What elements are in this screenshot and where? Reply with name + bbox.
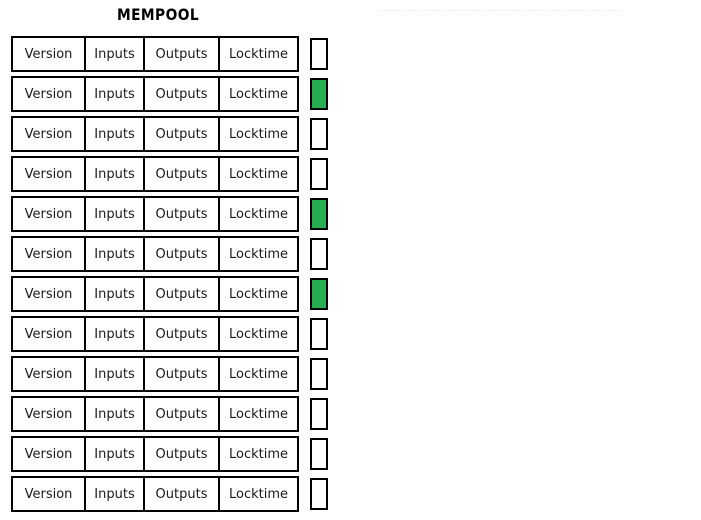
tx-status-marker[interactable]: [310, 398, 328, 430]
tx-status-marker-selected[interactable]: [310, 198, 328, 230]
tx-status-marker-selected[interactable]: [310, 278, 328, 310]
tx-field-version[interactable]: Version: [11, 356, 86, 392]
tx-field-inputs[interactable]: Inputs: [84, 476, 145, 512]
tx-field-inputs[interactable]: Inputs: [84, 196, 145, 232]
tx-field-locktime[interactable]: Locktime: [218, 396, 299, 432]
divider-line: [378, 10, 620, 11]
tx-status-marker[interactable]: [310, 238, 328, 270]
tx-field-locktime[interactable]: Locktime: [218, 76, 299, 112]
tx-field-inputs[interactable]: Inputs: [84, 356, 145, 392]
tx-status-marker[interactable]: [310, 38, 328, 70]
tx-field-outputs[interactable]: Outputs: [143, 396, 220, 432]
tx-field-locktime[interactable]: Locktime: [218, 156, 299, 192]
tx-field-version[interactable]: Version: [11, 436, 86, 472]
tx-field-outputs[interactable]: Outputs: [143, 36, 220, 72]
tx-status-marker-selected[interactable]: [310, 78, 328, 110]
tx-field-outputs[interactable]: Outputs: [143, 196, 220, 232]
tx-field-inputs[interactable]: Inputs: [84, 76, 145, 112]
tx-field-outputs[interactable]: Outputs: [143, 76, 220, 112]
tx-field-outputs[interactable]: Outputs: [143, 356, 220, 392]
tx-field-outputs[interactable]: Outputs: [143, 156, 220, 192]
tx-field-locktime[interactable]: Locktime: [218, 356, 299, 392]
tx-field-version[interactable]: Version: [11, 236, 86, 272]
tx-field-outputs[interactable]: Outputs: [143, 116, 220, 152]
tx-field-outputs[interactable]: Outputs: [143, 276, 220, 312]
tx-status-marker[interactable]: [310, 478, 328, 510]
tx-field-inputs[interactable]: Inputs: [84, 316, 145, 352]
tx-field-locktime[interactable]: Locktime: [218, 116, 299, 152]
tx-field-outputs[interactable]: Outputs: [143, 476, 220, 512]
tx-field-inputs[interactable]: Inputs: [84, 276, 145, 312]
tx-field-version[interactable]: Version: [11, 196, 86, 232]
tx-status-marker[interactable]: [310, 158, 328, 190]
tx-field-locktime[interactable]: Locktime: [218, 196, 299, 232]
tx-field-locktime[interactable]: Locktime: [218, 436, 299, 472]
tx-field-inputs[interactable]: Inputs: [84, 396, 145, 432]
tx-field-inputs[interactable]: Inputs: [84, 236, 145, 272]
tx-field-version[interactable]: Version: [11, 36, 86, 72]
tx-field-inputs[interactable]: Inputs: [84, 436, 145, 472]
tx-field-version[interactable]: Version: [11, 476, 86, 512]
tx-field-locktime[interactable]: Locktime: [218, 236, 299, 272]
tx-field-locktime[interactable]: Locktime: [218, 36, 299, 72]
tx-field-inputs[interactable]: Inputs: [84, 116, 145, 152]
tx-status-marker[interactable]: [310, 358, 328, 390]
tx-field-version[interactable]: Version: [11, 116, 86, 152]
page-title: MEMPOOL: [116, 5, 200, 24]
tx-field-locktime[interactable]: Locktime: [218, 476, 299, 512]
tx-status-marker[interactable]: [310, 118, 328, 150]
tx-status-marker[interactable]: [310, 438, 328, 470]
tx-field-locktime[interactable]: Locktime: [218, 276, 299, 312]
tx-field-outputs[interactable]: Outputs: [143, 236, 220, 272]
tx-status-marker[interactable]: [310, 318, 328, 350]
tx-field-inputs[interactable]: Inputs: [84, 156, 145, 192]
tx-field-version[interactable]: Version: [11, 76, 86, 112]
tx-field-version[interactable]: Version: [11, 156, 86, 192]
tx-field-outputs[interactable]: Outputs: [143, 436, 220, 472]
tx-field-version[interactable]: Version: [11, 396, 86, 432]
tx-field-locktime[interactable]: Locktime: [218, 316, 299, 352]
tx-field-version[interactable]: Version: [11, 276, 86, 312]
tx-field-outputs[interactable]: Outputs: [143, 316, 220, 352]
tx-field-version[interactable]: Version: [11, 316, 86, 352]
tx-field-inputs[interactable]: Inputs: [84, 36, 145, 72]
